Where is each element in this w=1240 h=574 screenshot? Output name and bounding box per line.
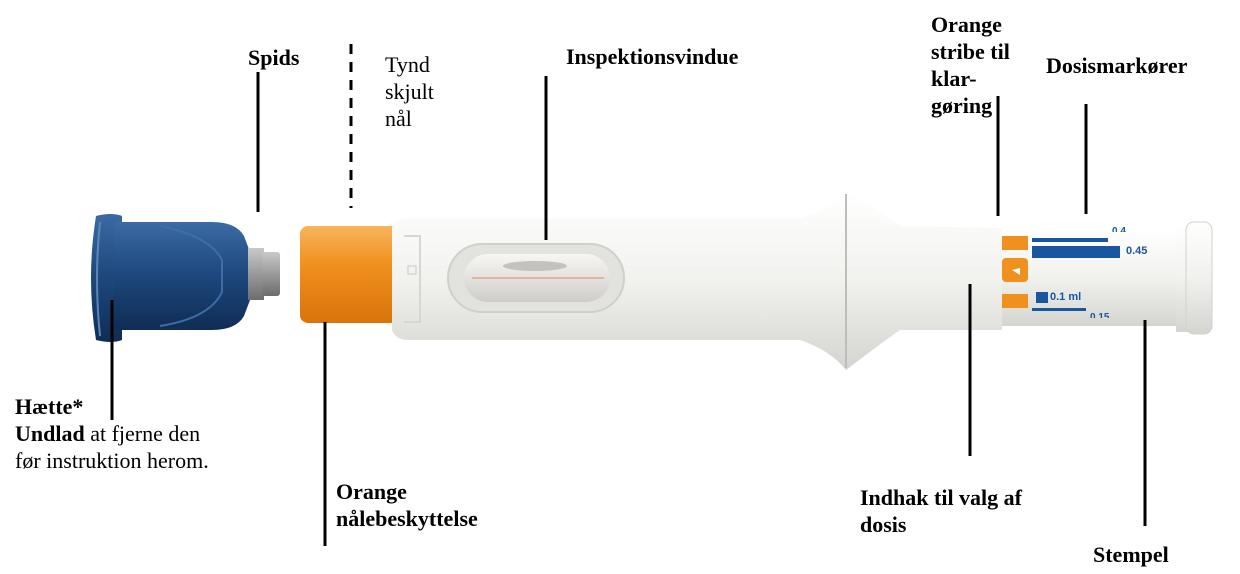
label-needle-line3: nål xyxy=(385,105,434,132)
label-cap-note-line2: før instruktion herom. xyxy=(15,447,209,474)
label-dose-markers: Dosismarkører xyxy=(1046,52,1187,79)
tip xyxy=(248,248,280,300)
cap xyxy=(91,214,250,342)
label-needle: Tynd skjult nål xyxy=(385,51,434,132)
label-plunger: Stempel xyxy=(1093,541,1169,568)
label-needle-line1: Tynd xyxy=(385,51,434,78)
label-cap: Hætte* Undlad at fjerne den før instrukt… xyxy=(15,393,209,474)
dose-mark-top-partial: 0.4 xyxy=(1112,226,1126,232)
label-stripe-line3: klar- xyxy=(931,65,1010,92)
inspection-window xyxy=(448,244,624,312)
dose-mark-01ml: 0.1 ml xyxy=(1050,290,1081,304)
label-cap-note-bold: Undlad xyxy=(15,421,85,446)
needle-guard xyxy=(300,226,398,323)
label-notch-line2: dosis xyxy=(860,511,1022,538)
label-needle-line2: skjult xyxy=(385,78,434,105)
dose-mark-bottom-partial: 0.15 xyxy=(1090,312,1109,318)
dose-mark-045: 0.45 xyxy=(1126,244,1147,258)
label-guard-line2: nålebeskyttelse xyxy=(336,505,478,532)
label-window: Inspektionsvindue xyxy=(566,43,738,70)
label-orange-stripe: Orange stribe til klar- gøring xyxy=(931,11,1010,119)
label-needle-guard: Orange nålebeskyttelse xyxy=(336,478,478,532)
label-stripe-line2: stribe til xyxy=(931,38,1010,65)
label-cap-note-rest: at fjerne den xyxy=(85,421,200,446)
label-stripe-line1: Orange xyxy=(931,11,1010,38)
label-cap-note: Undlad at fjerne den xyxy=(15,420,209,447)
label-cap-title: Hætte* xyxy=(15,393,209,420)
label-guard-line1: Orange xyxy=(336,478,478,505)
label-notch: Indhak til valg af dosis xyxy=(860,484,1022,538)
label-notch-line1: Indhak til valg af xyxy=(860,484,1022,511)
label-stripe-line4: gøring xyxy=(931,92,1010,119)
label-spids: Spids xyxy=(248,44,299,71)
